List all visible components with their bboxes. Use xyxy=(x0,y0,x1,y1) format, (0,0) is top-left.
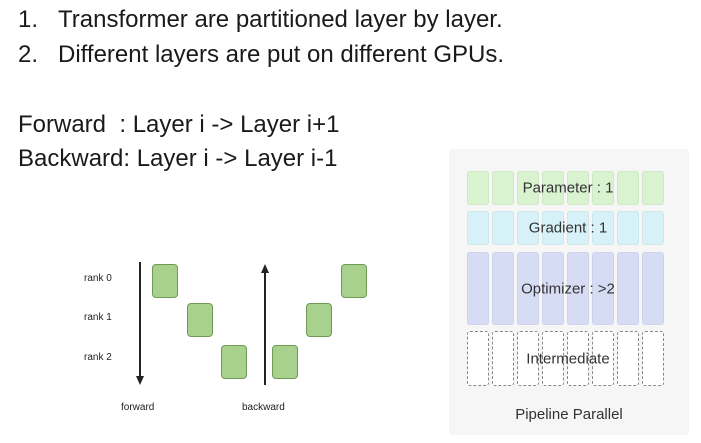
forward-caption: forward xyxy=(121,402,155,413)
backward-caption: backward xyxy=(242,402,285,413)
gpu-cell xyxy=(592,331,614,386)
gpu-cell xyxy=(517,252,539,325)
backward-description: Backward: Layer i -> Layer i-1 xyxy=(18,145,338,172)
gpu-cell xyxy=(492,252,514,325)
rank-1-label: rank 1 xyxy=(84,312,112,323)
gpu-cell xyxy=(542,171,564,205)
backward-rank-0-block xyxy=(341,264,367,298)
point-1-text: Transformer are partitioned layer by lay… xyxy=(58,6,503,33)
gpu-cell xyxy=(467,211,489,245)
gpu-cell xyxy=(517,171,539,205)
gradient-row: Gradient : 1 xyxy=(467,211,669,245)
gpu-cell xyxy=(467,252,489,325)
parameter-label: Parameter : 1 xyxy=(522,179,614,197)
rank-0-label: rank 0 xyxy=(84,273,112,284)
gpu-cell xyxy=(642,171,664,205)
gpu-cell xyxy=(617,211,639,245)
optimizer-row: Optimizer : >2 xyxy=(467,252,669,325)
rank-2-label: rank 2 xyxy=(84,352,112,363)
optimizer-label: Optimizer : >2 xyxy=(521,280,615,297)
gpu-cell xyxy=(492,331,514,386)
forward-rank-1-block xyxy=(187,303,213,337)
parameter-row: Parameter : 1 xyxy=(467,171,669,205)
gpu-cell xyxy=(542,211,564,245)
point-2-number: 2. xyxy=(18,41,39,68)
intermediate-row: Intermediate xyxy=(467,331,669,386)
point-2-text: Different layers are put on different GP… xyxy=(58,41,505,68)
point-2: 2. Different layers are put on different … xyxy=(18,40,504,70)
forward-arrow-shaft xyxy=(139,262,141,376)
gpu-cell xyxy=(567,252,589,325)
panel-title: Pipeline Parallel xyxy=(515,406,623,423)
intermediate-label: Intermediate xyxy=(526,350,610,367)
gpu-cell xyxy=(492,211,514,245)
gpu-cell xyxy=(567,171,589,205)
gpu-cell xyxy=(467,171,489,205)
gpu-cell xyxy=(542,252,564,325)
backward-rank-1-block xyxy=(306,303,332,337)
gpu-cell xyxy=(617,252,639,325)
gpu-cell xyxy=(642,252,664,325)
point-1-number: 1. xyxy=(18,6,39,33)
gpu-cell xyxy=(617,171,639,205)
gradient-label: Gradient : 1 xyxy=(528,219,608,237)
forward-rank-2-block xyxy=(221,345,247,379)
gpu-cell xyxy=(592,211,614,245)
backward-rank-2-block xyxy=(272,345,298,379)
forward-arrow-head xyxy=(136,376,144,385)
gpu-cell xyxy=(567,211,589,245)
gpu-cell xyxy=(642,331,664,386)
gpu-cell xyxy=(592,171,614,205)
gpu-cell xyxy=(467,331,489,386)
gpu-cell xyxy=(517,331,539,386)
backward-arrow-shaft xyxy=(264,273,266,385)
backward-arrow-head xyxy=(261,264,269,273)
gpu-cell xyxy=(592,252,614,325)
gpu-cell xyxy=(617,331,639,386)
gpu-cell xyxy=(542,331,564,386)
gpu-cell xyxy=(492,171,514,205)
forward-rank-0-block xyxy=(152,264,178,298)
gpu-cell xyxy=(642,211,664,245)
forward-description: Forward : Layer i -> Layer i+1 xyxy=(18,111,340,138)
point-1: 1. Transformer are partitioned layer by l… xyxy=(18,5,503,35)
gpu-cell xyxy=(517,211,539,245)
gpu-cell xyxy=(567,331,589,386)
